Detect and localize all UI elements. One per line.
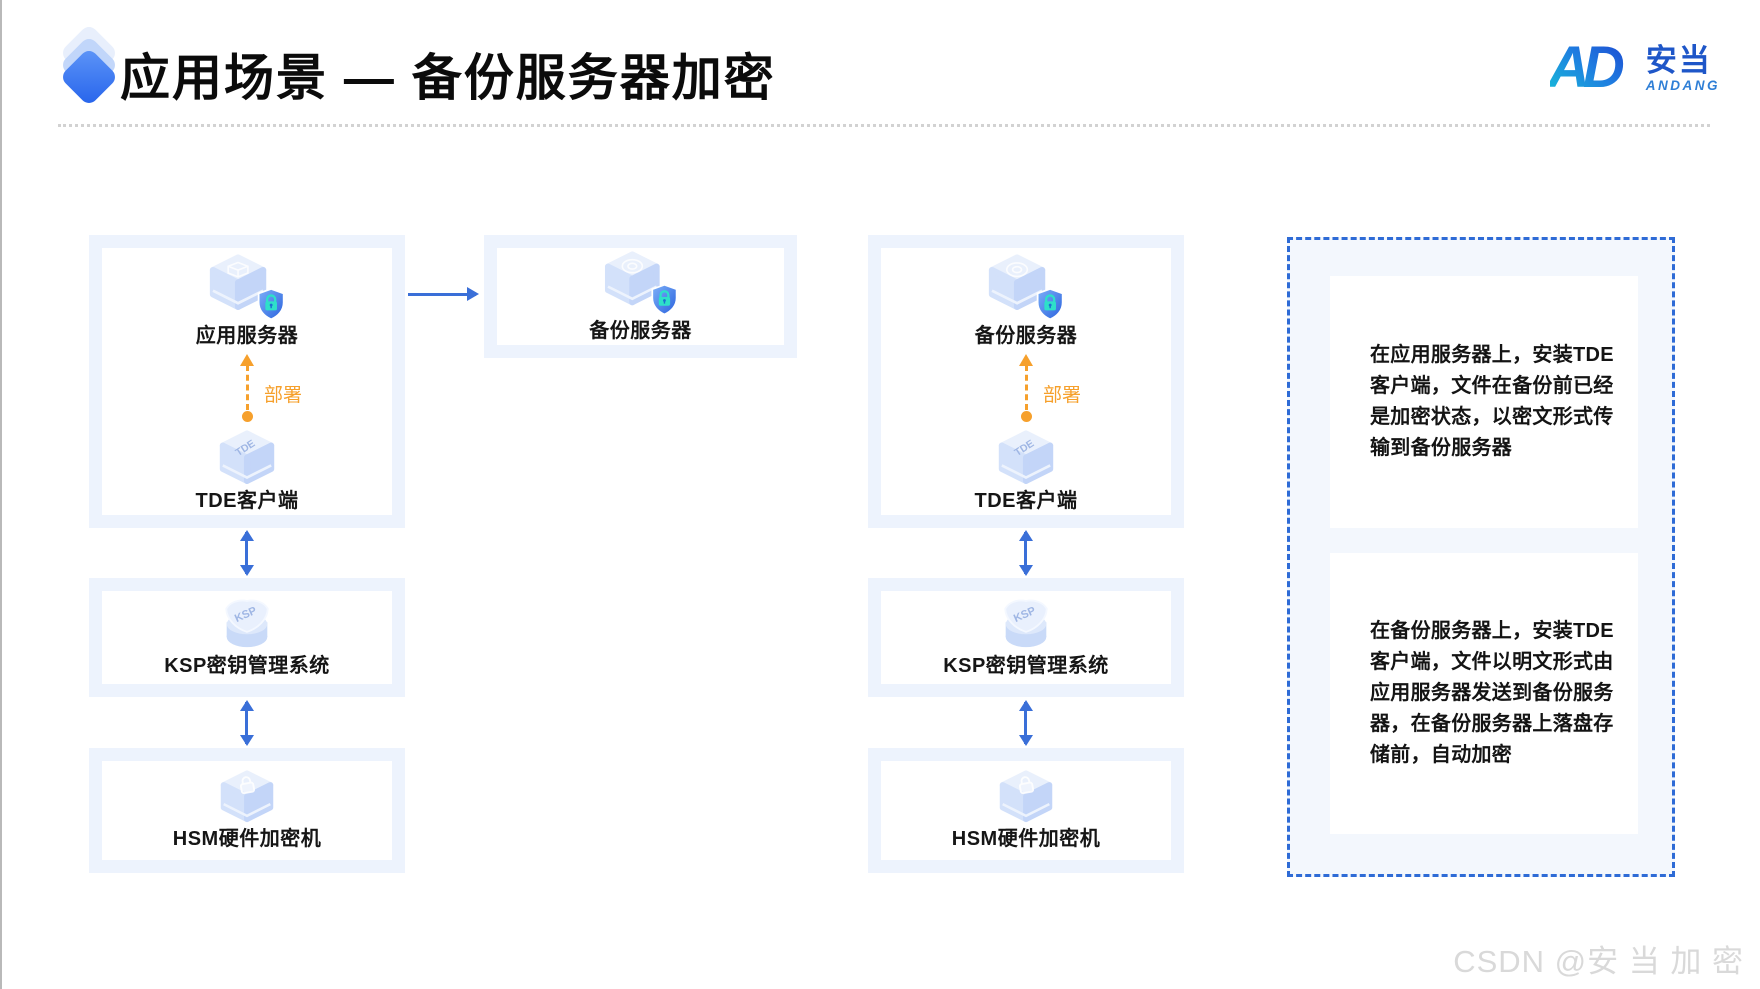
brand-logo: AD 安当 ANDANG	[1550, 40, 1720, 98]
backup-server-shield-icon	[983, 254, 1064, 321]
note-card-2: 在备份服务器上，安装TDE客户端，文件以明文形式由应用服务器发送到备份服务器，在…	[1330, 553, 1638, 834]
watermark: CSDN @安 当 加 密	[1453, 944, 1744, 979]
backup-server-label: 备份服务器	[589, 319, 692, 342]
deploy-label: 部署	[1043, 385, 1082, 406]
backup-server-label: 备份服务器	[974, 325, 1078, 347]
ksp-box-inner: KSP KSP密钥管理系统	[102, 591, 392, 684]
hsm-box-right: HSM硬件加密机	[868, 748, 1184, 873]
brand-name-en: ANDANG	[1645, 77, 1720, 93]
app-server-label: 应用服务器	[195, 325, 299, 347]
ksp-box-right: KSP KSP密钥管理系统	[868, 578, 1184, 697]
page-title: 应用场景 — 备份服务器加密	[120, 50, 776, 106]
double-arrow-ksp-hsm-right	[1018, 700, 1033, 746]
tde-cube-icon: TDE	[214, 430, 280, 487]
ksp-shield-icon: KSP	[225, 599, 269, 647]
ad-monogram-text: AD	[1550, 40, 1624, 98]
double-arrow-app-ksp-right	[1018, 530, 1033, 576]
backup-server-group-box: 备份服务器 部署 TDE TDE客户端	[868, 235, 1184, 528]
notes-panel: 在应用服务器上，安装TDE客户端，文件在备份前已经是加密状态，以密文形式传输到备…	[1287, 237, 1675, 877]
note-text-2: 在备份服务器上，安装TDE客户端，文件以明文形式由应用服务器发送到备份服务器，在…	[1370, 620, 1614, 766]
ksp-shield-icon: KSP	[1004, 599, 1048, 647]
ksp-label: KSP密钥管理系统	[943, 654, 1109, 677]
hsm-lock-cube-icon	[994, 770, 1058, 825]
deploy-dashed-line	[1024, 365, 1028, 410]
arrow-app-to-backup	[408, 287, 479, 301]
brand-name: 安当 ANDANG	[1646, 45, 1720, 93]
hsm-box-inner: HSM硬件加密机	[881, 761, 1171, 860]
hsm-box-inner: HSM硬件加密机	[102, 761, 392, 860]
hsm-box-left: HSM硬件加密机	[89, 748, 405, 873]
hsm-label: HSM硬件加密机	[951, 828, 1101, 850]
double-arrow-app-ksp-left	[239, 530, 254, 576]
app-server-group-box: 应用服务器 部署 TDE TDE客户端	[89, 235, 405, 528]
ksp-box-left: KSP KSP密钥管理系统	[89, 578, 405, 697]
ad-monogram-icon: AD	[1550, 40, 1631, 98]
app-server-group-inner: 应用服务器 部署 TDE TDE客户端	[102, 248, 392, 515]
deploy-dashed-line	[245, 365, 249, 410]
tde-client-label: TDE客户端	[195, 490, 299, 512]
backup-server-shield-icon	[599, 251, 678, 316]
tde-cube-icon: TDE	[993, 430, 1059, 487]
ksp-label: KSP密钥管理系统	[164, 654, 330, 677]
app-server-shield-icon	[204, 254, 285, 321]
header-divider	[58, 124, 1710, 127]
tde-client-label: TDE客户端	[974, 490, 1078, 512]
note-text-1: 在应用服务器上，安装TDE客户端，文件在备份前已经是加密状态，以密文形式传输到备…	[1370, 344, 1614, 459]
title-diamond-icon	[52, 23, 126, 110]
backup-server-box: 备份服务器	[484, 235, 797, 358]
hsm-lock-cube-icon	[215, 770, 279, 825]
note-card-1: 在应用服务器上，安装TDE客户端，文件在备份前已经是加密状态，以密文形式传输到备…	[1330, 276, 1638, 528]
brand-name-cn: 安当	[1645, 43, 1712, 79]
double-arrow-ksp-hsm-left	[239, 700, 254, 746]
hsm-label: HSM硬件加密机	[172, 828, 322, 850]
backup-server-group-inner: 备份服务器 部署 TDE TDE客户端	[881, 248, 1171, 515]
deploy-label: 部署	[264, 385, 303, 406]
ksp-box-inner: KSP KSP密钥管理系统	[881, 591, 1171, 684]
backup-server-inner: 备份服务器	[497, 248, 784, 345]
